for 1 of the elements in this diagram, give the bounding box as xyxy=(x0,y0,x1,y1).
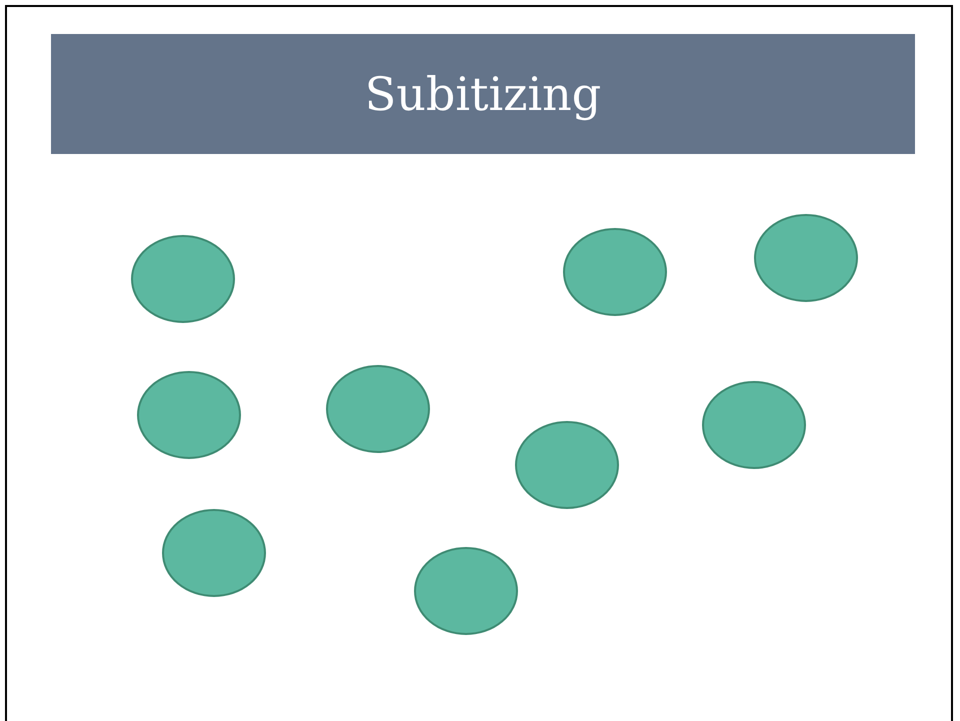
title: Subitizing xyxy=(364,67,602,121)
